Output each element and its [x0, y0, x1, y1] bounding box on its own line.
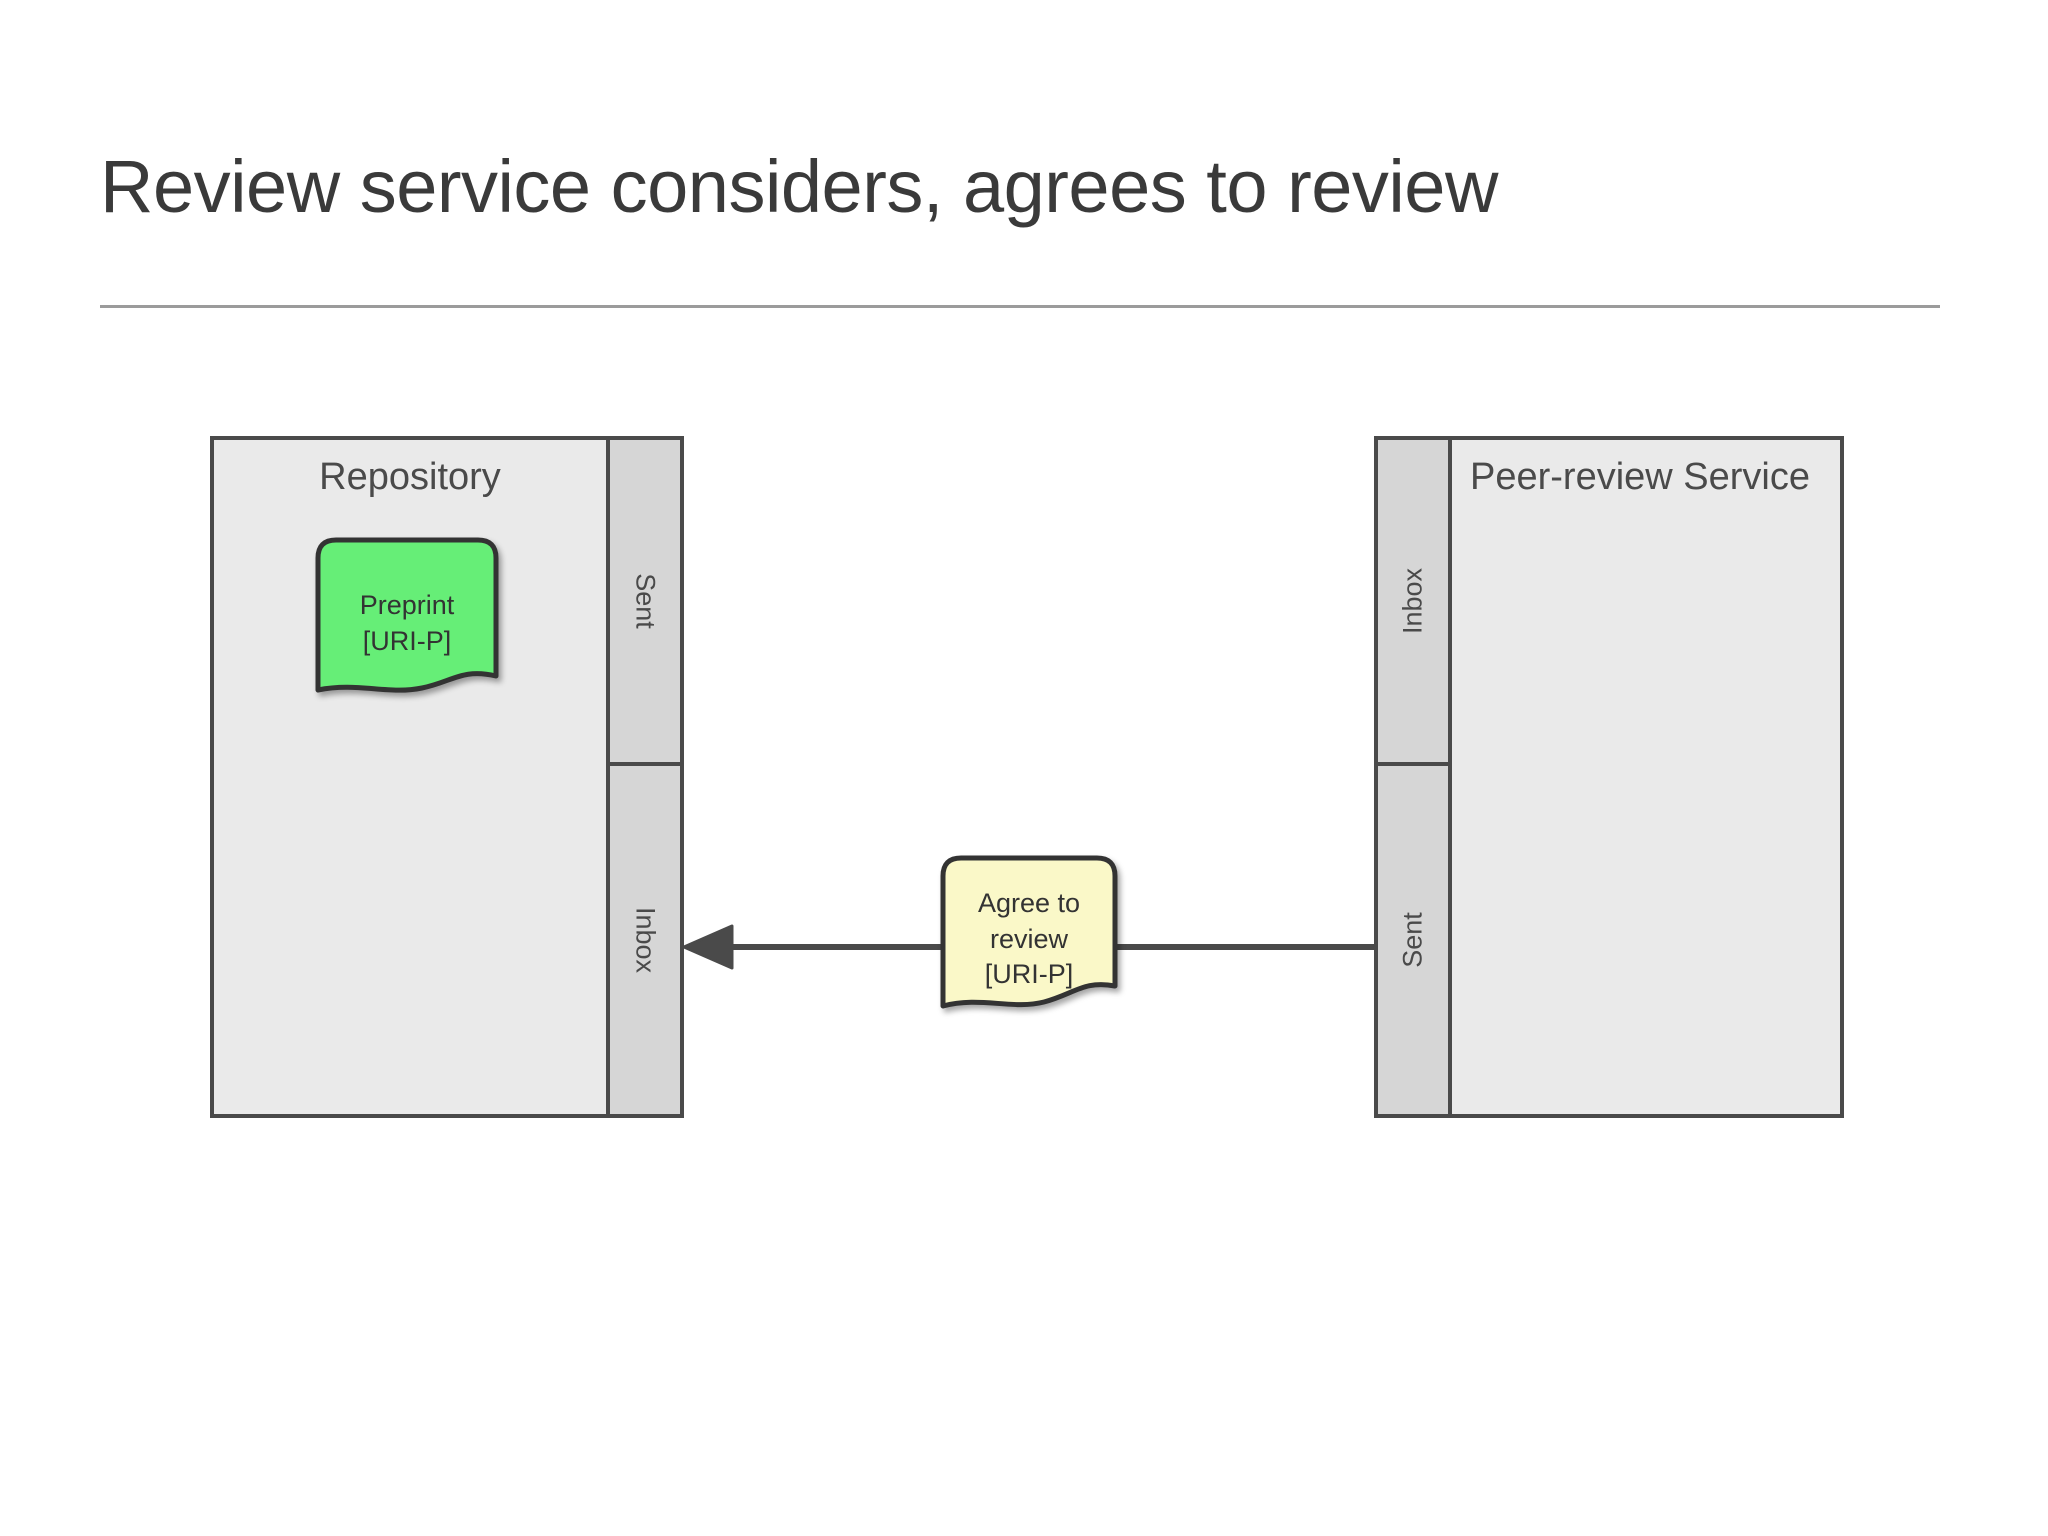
preprint-note-shape: [315, 537, 499, 693]
repository-label: Repository: [319, 456, 501, 498]
page-title: Review service considers, agrees to revi…: [100, 145, 1498, 228]
note-preprint: Preprint [URI-P]: [312, 536, 502, 706]
repository-mailbox-strips: Sent Inbox: [606, 440, 680, 1114]
repository-inbox-strip[interactable]: Inbox: [610, 766, 680, 1114]
note-agree-to-review: Agree to review [URI-P]: [938, 854, 1120, 1022]
repository-sent-strip[interactable]: Sent: [610, 440, 680, 766]
repository-sent-label: Sent: [630, 573, 661, 629]
peer-review-sent-label: Sent: [1397, 912, 1428, 968]
agree-note-shape: [940, 855, 1118, 1009]
peer-review-inbox-strip[interactable]: Inbox: [1378, 440, 1448, 766]
repository-inbox-label: Inbox: [630, 906, 661, 974]
title-divider: [100, 305, 1940, 308]
peer-review-inbox-label: Inbox: [1397, 567, 1428, 635]
actor-peer-review-service: Inbox Sent Peer-review Service: [1374, 436, 1844, 1118]
peer-review-body: Peer-review Service: [1452, 440, 1840, 1114]
peer-review-mailbox-strips: Inbox Sent: [1378, 440, 1452, 1114]
peer-review-sent-strip[interactable]: Sent: [1378, 766, 1448, 1114]
peer-review-service-label: Peer-review Service: [1470, 456, 1810, 498]
